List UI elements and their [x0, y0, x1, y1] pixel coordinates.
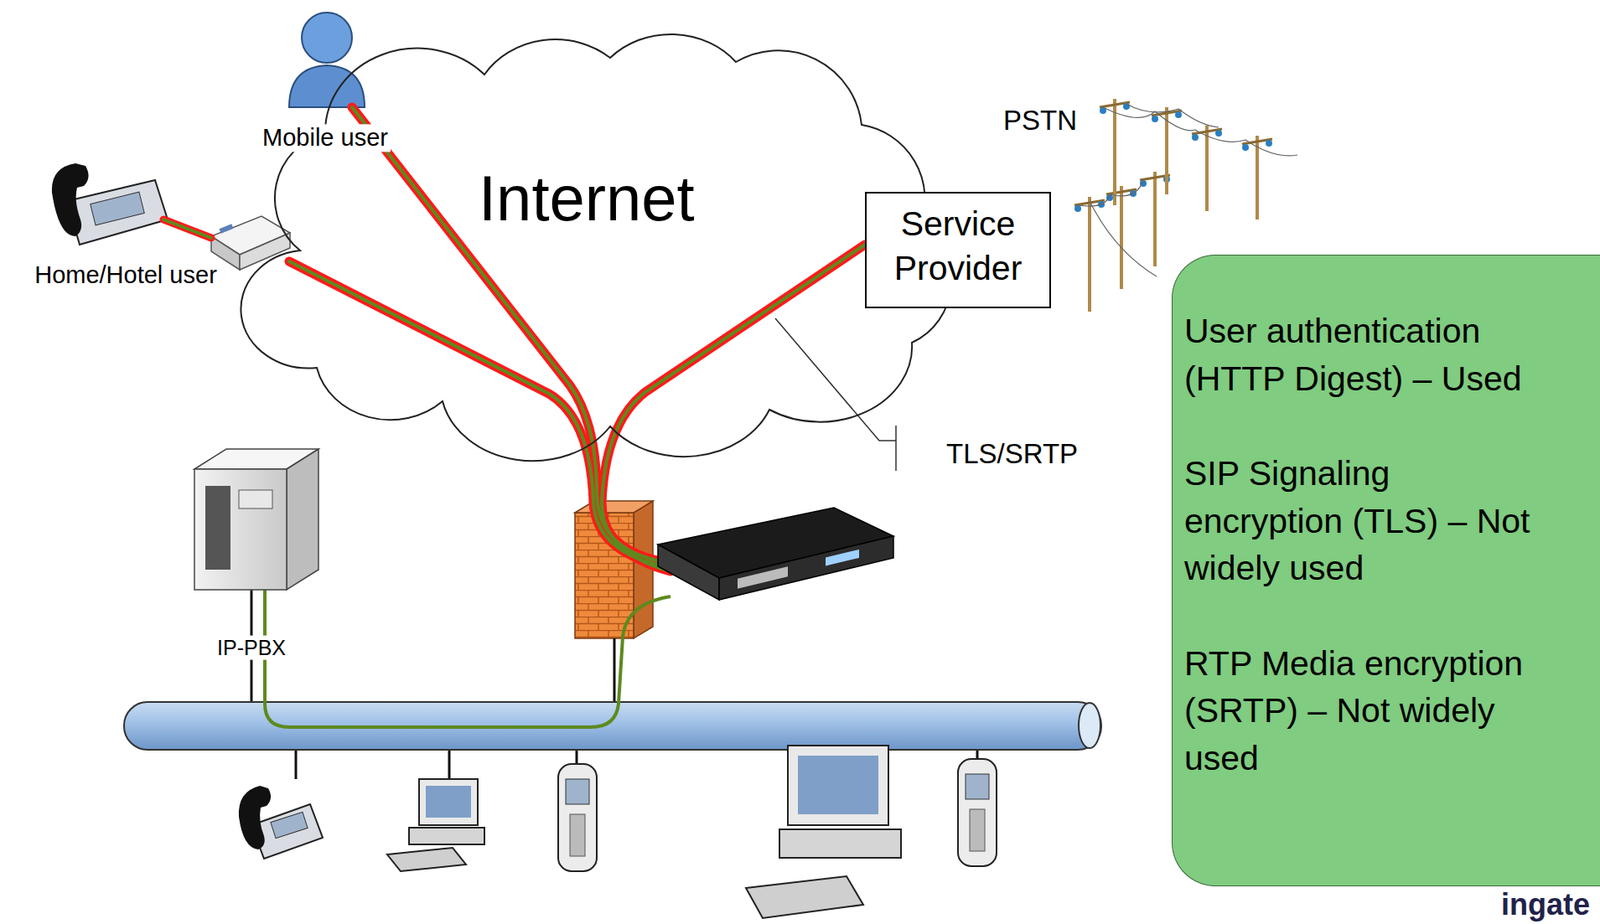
- sbc-device: [719, 536, 894, 601]
- firewall-icon: [574, 501, 653, 513]
- sbc-device: [825, 549, 860, 567]
- network-label: PSTN: [1000, 104, 1080, 137]
- bus-pipe: [1078, 703, 1101, 749]
- secure-trunk: [289, 261, 671, 568]
- company-logo: ingate: [1498, 887, 1593, 922]
- leader-line: [775, 318, 896, 441]
- network-cloud: Internet: [249, 41, 949, 440]
- telephone-poles: [1089, 201, 1157, 277]
- note-text: RTP Media encryption (SRTP) – Not widely…: [1184, 640, 1537, 783]
- network-wire: [295, 750, 298, 780]
- computer-icon: [387, 848, 467, 872]
- device-label: Home/Hotel user: [31, 261, 220, 290]
- desk-phone-icon: [90, 191, 145, 226]
- sbc-device: [737, 566, 788, 589]
- computer-icon: [419, 779, 478, 826]
- desk-phone-icon: [51, 163, 168, 245]
- network-wire: [976, 750, 979, 760]
- cloud-label: Internet: [473, 163, 700, 234]
- computer-icon: [387, 779, 485, 872]
- server-icon: [205, 486, 231, 570]
- network-wire: [448, 750, 451, 780]
- modem-icon: [218, 223, 234, 234]
- telephone-poles: [1087, 196, 1092, 312]
- lan-link: [264, 586, 671, 728]
- cloud-outline: [240, 34, 951, 461]
- handset-icon: [558, 764, 597, 872]
- modem-icon: [211, 216, 290, 270]
- computer-icon: [745, 745, 901, 919]
- desk-phone-icon: [67, 180, 168, 245]
- secure-trunk: [163, 219, 212, 239]
- sbc-device: [657, 544, 720, 601]
- handset-icon: [957, 759, 997, 867]
- provider-box: Service Provider: [864, 191, 1052, 309]
- sbc-device: [657, 507, 894, 601]
- secure-trunk: [163, 107, 865, 572]
- telephone-poles: [1215, 129, 1223, 137]
- lan-link: [264, 586, 671, 728]
- computer-icon: [797, 755, 879, 815]
- telephone-poles: [1265, 139, 1273, 147]
- telephone-poles: [1113, 98, 1117, 206]
- telephone-poles: [1151, 115, 1159, 123]
- telephone-poles: [1175, 111, 1182, 119]
- provider-label: Service Provider: [873, 201, 1043, 292]
- handset-icon: [569, 814, 586, 857]
- device-label: Mobile user: [259, 124, 391, 152]
- secure-trunk: [289, 261, 671, 568]
- person-icon: [289, 12, 365, 108]
- server-icon: [238, 490, 273, 509]
- telephone-poles: [1074, 205, 1082, 213]
- firewall-icon: [633, 501, 653, 639]
- telephone-poles: [1119, 186, 1124, 290]
- leader-line: [895, 425, 897, 472]
- secure-trunk: [163, 219, 212, 239]
- telephone-poles: [1255, 135, 1259, 220]
- telephone-poles: [1153, 171, 1157, 267]
- handset-icon: [965, 774, 989, 800]
- bus-pipe: [124, 702, 1102, 751]
- device-label: IP-PBX: [214, 636, 289, 661]
- note-text: SIP Signaling encryption (TLS) – Not wid…: [1184, 450, 1537, 593]
- person-icon: [301, 12, 353, 63]
- desk-phone-icon: [51, 163, 89, 237]
- telephone-poles: [1102, 107, 1298, 156]
- leader-line: [775, 318, 896, 472]
- telephone-poles: [1126, 103, 1219, 128]
- network-wire: [575, 750, 579, 765]
- handset-icon: [558, 764, 597, 872]
- server-icon: [194, 449, 319, 591]
- handset-icon: [565, 779, 590, 805]
- telephone-poles: [1242, 144, 1249, 151]
- note-text: User authentication (HTTP Digest) – Used: [1184, 307, 1537, 403]
- desk-phone-icon: [238, 786, 323, 860]
- firewall-icon: [574, 501, 653, 639]
- network-wire: [613, 638, 617, 705]
- bus-pipe: [124, 702, 1102, 751]
- server-icon: [286, 449, 319, 591]
- note-box: User authentication (HTTP Digest) – Used…: [1171, 254, 1600, 887]
- telephone-poles: [1205, 125, 1209, 212]
- computer-icon: [779, 829, 901, 859]
- computer-icon: [409, 828, 485, 845]
- desk-phone-icon: [238, 786, 271, 850]
- computer-icon: [787, 745, 889, 826]
- server-icon: [194, 469, 287, 591]
- telephone-poles: [1077, 180, 1144, 207]
- handset-icon: [957, 759, 997, 867]
- protocol-label: TLS/SRTP: [943, 438, 1081, 471]
- desk-phone-icon: [270, 812, 308, 839]
- computer-icon: [745, 876, 864, 919]
- computer-icon: [425, 786, 472, 819]
- handset-icon: [969, 809, 985, 852]
- cloud-outline: [249, 41, 949, 440]
- telephone-poles: [1191, 134, 1199, 141]
